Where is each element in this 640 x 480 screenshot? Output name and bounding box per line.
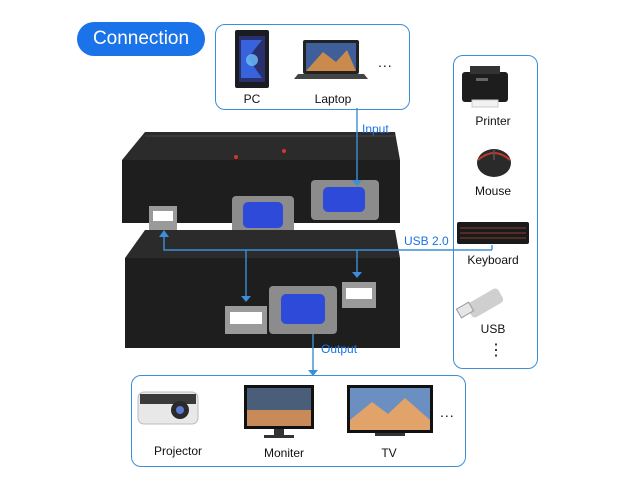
laptop-label: Laptop — [314, 92, 352, 106]
printer-icon — [462, 66, 508, 108]
monitor-icon — [244, 385, 314, 438]
projector-label: Projector — [153, 444, 203, 458]
pc-label: PC — [243, 92, 261, 106]
tv-icon — [347, 385, 433, 436]
more-usb-label: ⋮ — [488, 342, 505, 359]
input-connector-label: Input — [362, 122, 389, 136]
kvm-switch-top — [122, 132, 400, 236]
more-outputs-label: ... — [440, 404, 455, 420]
monitor-label: Moniter — [263, 446, 304, 460]
usb-label: USB — [480, 322, 506, 336]
kvm-switch-bottom — [125, 230, 400, 348]
pc-icon — [235, 30, 269, 88]
usb-stick-icon — [455, 288, 504, 319]
keyboard-icon — [457, 222, 529, 244]
keyboard-label: Keyboard — [467, 253, 519, 267]
tv-label: TV — [381, 446, 397, 460]
mouse-label: Mouse — [474, 184, 512, 198]
output-connector-label: Output — [321, 342, 358, 356]
usb-connector-label: USB 2.0 — [404, 234, 449, 248]
connection-title: Connection — [77, 22, 205, 56]
mouse-icon — [477, 149, 511, 177]
more-inputs-label: ... — [378, 54, 393, 70]
printer-label: Printer — [475, 114, 511, 128]
projector-icon — [137, 391, 199, 425]
laptop-icon — [294, 40, 368, 79]
